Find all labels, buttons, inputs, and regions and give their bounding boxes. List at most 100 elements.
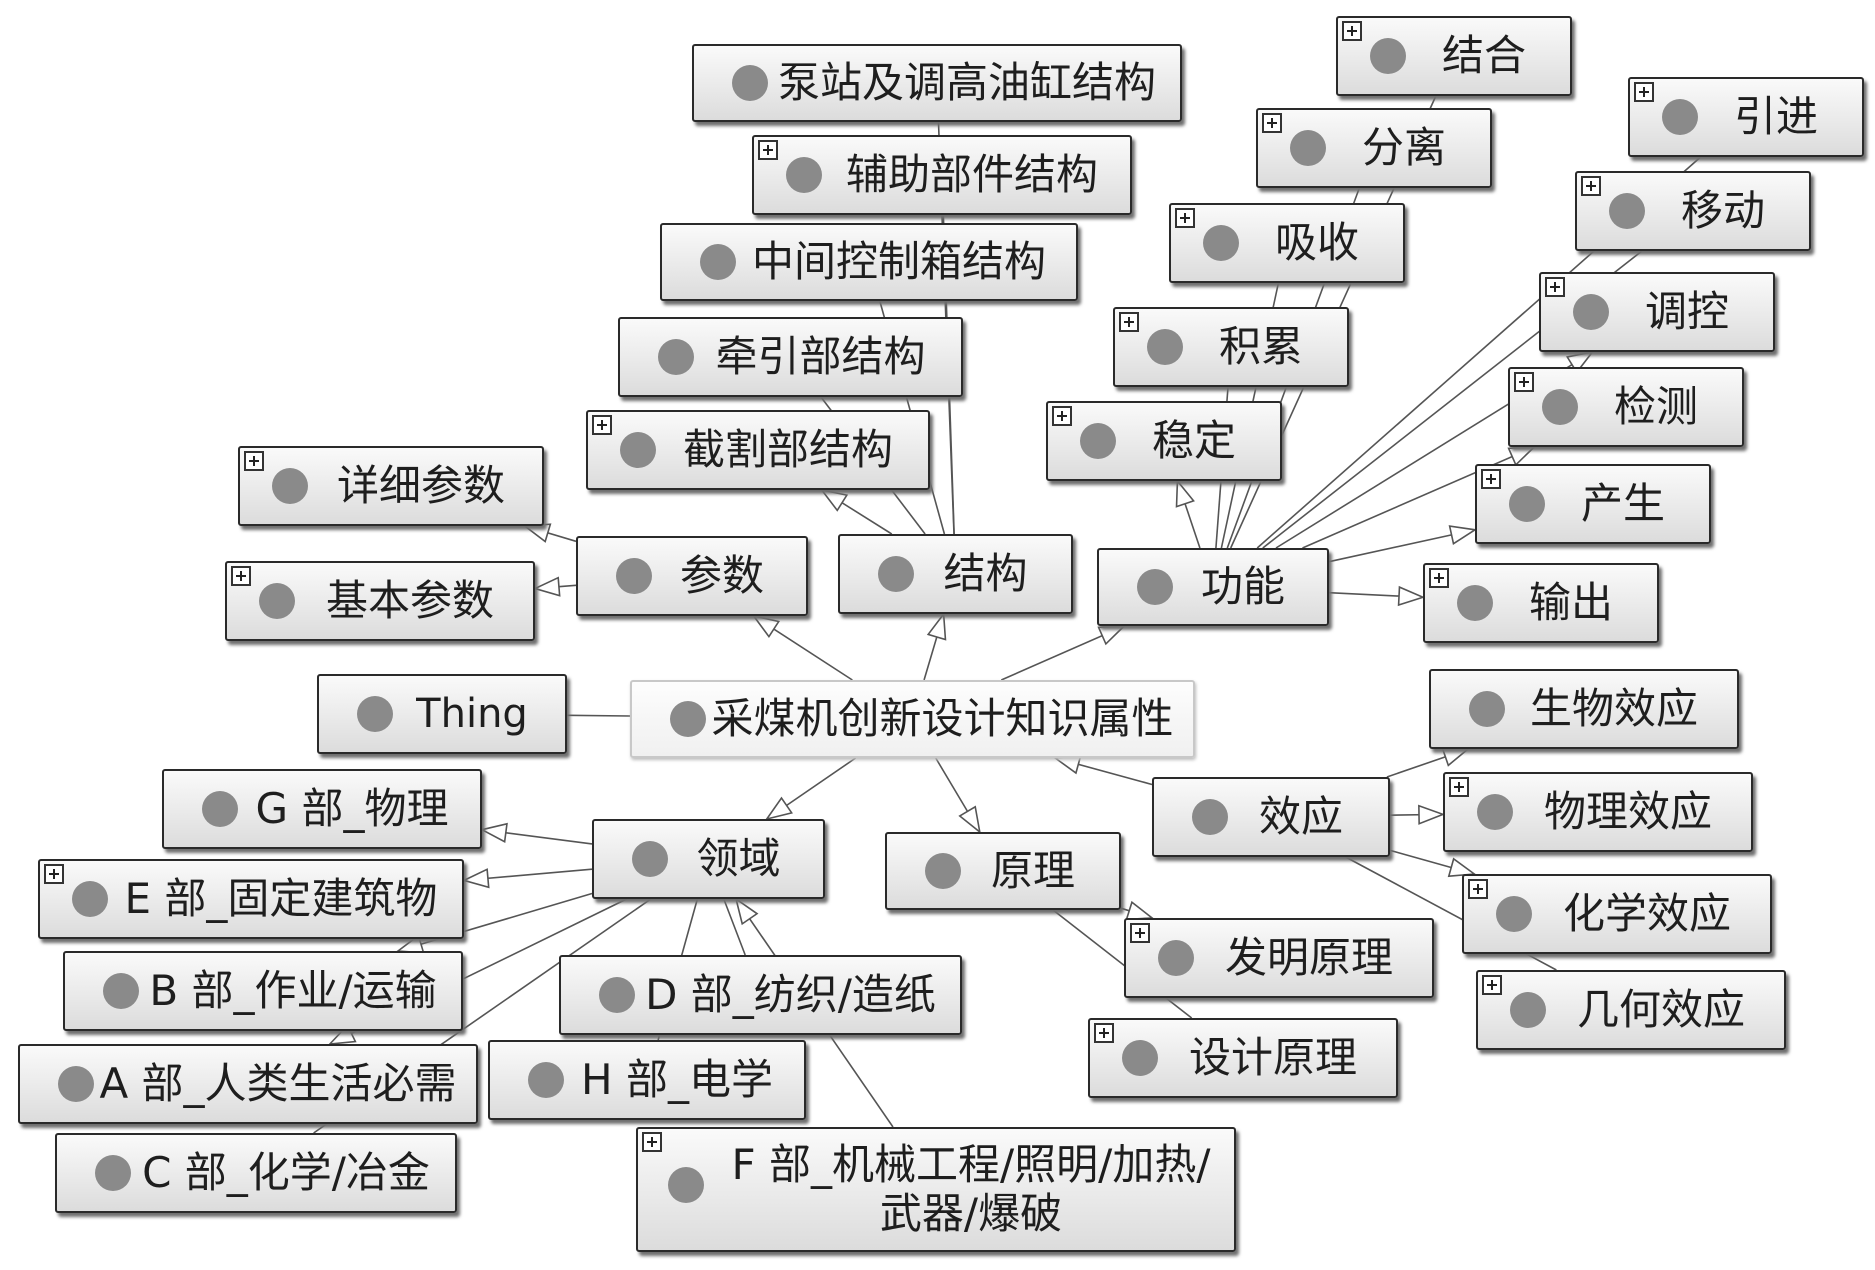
node-sec-h[interactable]: H 部_电学 [488,1040,806,1120]
expand-icon[interactable] [1449,777,1469,797]
arrowhead-icon [1097,625,1127,646]
expand-icon[interactable] [231,566,251,586]
node-cut-struct[interactable]: 截割部结构 [586,410,930,490]
node-label: 设计原理 [1188,1032,1357,1082]
arrowhead-icon [1507,446,1537,467]
expand-icon[interactable] [1482,975,1502,995]
node-root[interactable]: 采煤机创新设计知识属性 [630,680,1195,758]
node-thing[interactable]: Thing [317,674,567,754]
expand-icon[interactable] [1175,208,1195,228]
node-label: 泵站及调高油缸结构 [777,57,1156,107]
node-traction-struct[interactable]: 牵引部结构 [618,317,963,397]
expand-icon[interactable] [1634,82,1654,102]
edge-thing-root [566,714,631,717]
node-detail-params[interactable]: 详细参数 [238,446,544,526]
expand-icon[interactable] [1094,1023,1114,1043]
class-dot-icon [632,841,668,877]
node-geo-effect[interactable]: 几何效应 [1476,970,1786,1050]
node-label: 截割部结构 [682,424,893,474]
node-detect[interactable]: 检测 [1508,367,1744,447]
node-combine[interactable]: 结合 [1336,16,1572,96]
edge-principle-design_principle [1052,909,1193,1019]
expand-icon[interactable] [758,140,778,160]
node-introduce[interactable]: 引进 [1628,77,1864,157]
expand-icon[interactable] [244,451,264,471]
class-dot-icon [1290,130,1326,166]
node-label: 吸收 [1274,217,1359,267]
expand-icon[interactable] [1342,21,1362,41]
node-stabilize[interactable]: 稳定 [1046,401,1282,481]
expand-icon[interactable] [44,864,64,884]
class-dot-icon [1510,992,1546,1028]
expand-icon[interactable] [1581,176,1601,196]
expand-icon[interactable] [1262,113,1282,133]
expand-icon[interactable] [1429,568,1449,588]
node-sec-b[interactable]: B 部_作业/运输 [63,951,463,1031]
node-effect[interactable]: 效应 [1152,777,1390,857]
node-params[interactable]: 参数 [576,536,808,616]
class-dot-icon [95,1155,131,1191]
node-label: 引进 [1733,91,1818,141]
arrowhead-icon [1448,525,1478,545]
expand-icon[interactable] [1130,923,1150,943]
node-domain[interactable]: 领域 [592,819,825,899]
expand-icon[interactable] [1052,406,1072,426]
node-sec-f[interactable]: F 部_机械工程/照明/加热/ 武器/爆破 [636,1127,1236,1252]
node-pump-struct[interactable]: 泵站及调高油缸结构 [692,44,1182,122]
node-regulate[interactable]: 调控 [1539,272,1775,352]
node-label: 结构 [943,548,1028,598]
expand-icon[interactable] [1545,277,1565,297]
expand-icon[interactable] [1481,469,1501,489]
node-label: 积累 [1218,321,1303,371]
node-label: A 部_人类生活必需 [99,1058,457,1108]
node-label: 结合 [1441,30,1526,80]
node-label: E 部_固定建筑物 [124,873,438,923]
node-accumulate[interactable]: 积累 [1113,307,1349,387]
expand-icon[interactable] [1119,312,1139,332]
node-sec-e[interactable]: E 部_固定建筑物 [38,859,464,939]
arrowhead-icon [461,868,490,889]
node-func[interactable]: 功能 [1097,548,1329,626]
expand-icon[interactable] [1514,372,1534,392]
node-label: 中间控制箱结构 [751,236,1046,286]
node-chem-effect[interactable]: 化学效应 [1462,874,1772,954]
node-label: 辅助部件结构 [845,149,1098,199]
class-dot-icon [1542,389,1578,425]
expand-icon[interactable] [592,415,612,435]
node-ctrl-struct[interactable]: 中间控制箱结构 [660,223,1078,301]
node-label: G 部_物理 [255,783,449,833]
class-dot-icon [1192,799,1228,835]
node-label: 发明原理 [1224,932,1393,982]
node-produce[interactable]: 产生 [1475,464,1711,544]
edge-domain-sec_d [723,898,746,956]
node-basic-params[interactable]: 基本参数 [225,561,535,641]
node-move[interactable]: 移动 [1575,171,1811,251]
class-dot-icon [658,339,694,375]
class-dot-icon [259,583,295,619]
class-dot-icon [357,696,393,732]
node-label: 产生 [1580,478,1665,528]
expand-icon[interactable] [642,1132,662,1152]
class-dot-icon [616,558,652,594]
node-label: 检测 [1613,381,1698,431]
node-aux-struct[interactable]: 辅助部件结构 [752,135,1132,215]
node-separate[interactable]: 分离 [1256,108,1492,188]
node-invent-principle[interactable]: 发明原理 [1124,918,1434,998]
node-sec-a[interactable]: A 部_人类生活必需 [18,1044,478,1124]
node-phys-effect[interactable]: 物理效应 [1443,772,1753,852]
node-bio-effect[interactable]: 生物效应 [1429,669,1739,749]
node-sec-d[interactable]: D 部_纺织/造纸 [559,955,962,1035]
node-struct[interactable]: 结构 [838,534,1073,614]
node-label: 输出 [1528,577,1613,627]
node-output[interactable]: 输出 [1423,563,1659,643]
class-dot-icon [786,157,822,193]
expand-icon[interactable] [1468,879,1488,899]
node-absorb[interactable]: 吸收 [1169,203,1405,283]
node-design-principle[interactable]: 设计原理 [1088,1018,1398,1098]
node-sec-c[interactable]: C 部_化学/冶金 [55,1133,457,1213]
node-principle[interactable]: 原理 [885,832,1121,910]
class-dot-icon [732,65,768,101]
node-label: 移动 [1680,185,1765,235]
node-sec-g[interactable]: G 部_物理 [162,769,482,849]
